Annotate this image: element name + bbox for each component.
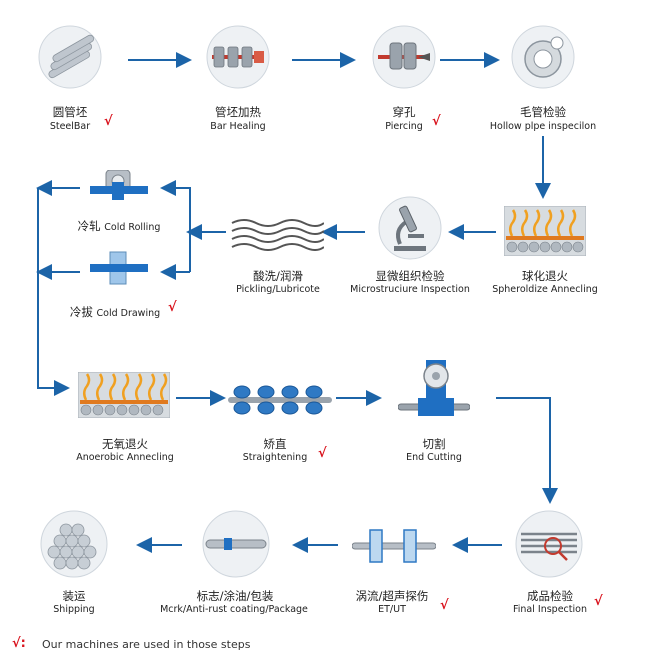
arrow-cutting-final [496,397,558,504]
step-et-en: ET/UT [378,604,406,615]
final-inspection-icon [515,510,583,578]
check-cold-drawing: √ [168,300,177,315]
step-cold-rolling-cn: 冷轧 [77,219,101,233]
arrow-left-anaerobic [37,188,70,396]
step-piercing-en: Piercing [385,121,423,132]
hollow-inspection-icon [511,25,575,89]
microscope-icon [378,196,442,260]
straightening-icon [228,385,332,415]
step-cold-drawing-cn: 冷拔 [69,305,93,319]
step-cold-drawing-en: Cold Drawing [96,308,161,319]
et-ut-icon [352,529,436,563]
step-sphero-en: Spheroldize Annecling [492,284,598,295]
legend-text: Our machines are used in those steps [42,638,251,651]
step-cold-rolling-en: Cold Rolling [104,222,161,233]
step-hollow-cn: 毛管检验 [520,105,566,119]
step-micro-cn: 显微组织检验 [375,269,445,283]
piercing-icon [372,25,436,89]
check-straight: √ [318,446,327,461]
step-anaerobic-cn: 无氧退火 [102,437,148,451]
step-straight-cn: 矫直 [263,437,287,451]
cold-drawing-icon [90,251,148,285]
step-pickling-cn: 酸洗/润滑 [253,269,303,283]
step-shipping-en: Shipping [53,604,95,615]
bar-heating-icon [206,25,270,89]
step-pickling-en: Pickling/Lubricote [236,284,320,295]
step-piercing-cn: 穿孔 [392,105,416,119]
step-mark-cn: 标志/涂油/包装 [196,589,274,603]
step-hollow-en: Hollow plpe inspecilon [489,121,597,132]
step-cold-drawing: 冷拔 Cold Drawing [60,304,170,320]
step-micro-en: Microstruciure Inspection [350,284,470,295]
step-shipping-cn: 装运 [62,589,86,603]
step-cold-rolling: 冷轧 Cold Rolling [64,218,174,234]
end-cutting-icon [398,360,470,416]
check-et: √ [440,598,449,613]
spheroidize-furnace-icon [504,206,586,256]
step-mark-en: Mcrk/Anti-rust coating/Package [160,604,308,615]
step-et-cn: 涡流/超声探伤 [355,589,429,603]
marking-icon [202,510,270,578]
step-heating-en: Bar Healing [210,121,266,132]
anaerobic-furnace-icon [78,372,170,418]
step-cutting-cn: 切割 [422,437,446,451]
check-piercing: √ [432,114,441,129]
step-straight-en: Straightening [242,452,308,463]
step-sphero-cn: 球化退火 [522,269,568,283]
check-steelbar: √ [104,114,113,129]
step-steelbar-cn: 圆管坯 [52,105,88,119]
shipping-bundle-icon [40,510,108,578]
step-cutting-en: End Cutting [406,452,462,463]
step-anaerobic-en: Anoerobic Annecling [76,452,174,463]
legend-mark: √: [12,636,26,651]
steelbar-icon [38,25,102,89]
cold-rolling-icon [90,170,148,200]
step-heating-cn: 管坯加热 [215,105,261,119]
check-final: √ [594,594,603,609]
pickling-icon [231,219,324,251]
arrow-split-rolling [160,180,191,272]
step-final-cn: 成品检验 [527,589,573,603]
step-final-en: Final Inspection [513,604,587,615]
step-steelbar-en: SteelBar [49,121,91,132]
